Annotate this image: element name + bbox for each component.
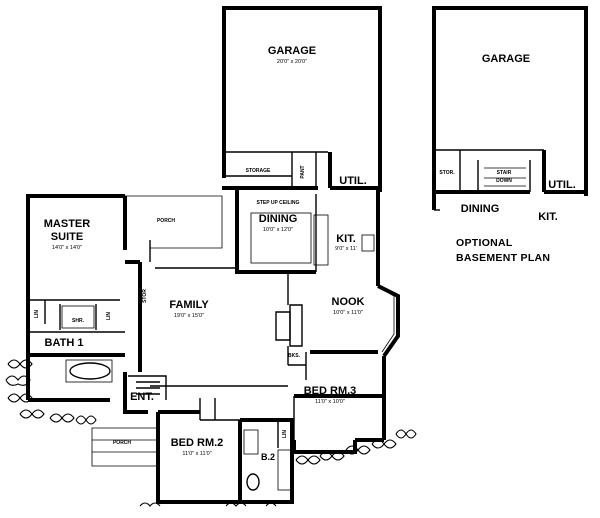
- shower-label: SHR.: [72, 318, 85, 324]
- kitchen-size: 9'0" x 11': [335, 246, 357, 252]
- garage-walls: [222, 6, 382, 192]
- basement-plan-walls: [432, 6, 588, 211]
- bath1-label: BATH 1: [45, 337, 84, 349]
- basement-caption-line1: OPTIONAL: [456, 237, 513, 249]
- rear-porch-label: PORCH: [157, 218, 175, 224]
- master-suite-label-line1: MASTER: [44, 218, 91, 230]
- bookshelves-label: BKS.: [288, 353, 301, 359]
- main-plan-labels: GARAGE 20'0" x 20'0" STORAGE PANT UTIL. …: [34, 45, 367, 462]
- landscape-shrubs: [5, 359, 417, 507]
- nook-size: 10'0" x 11'0": [333, 310, 363, 316]
- family-label: FAMILY: [169, 299, 209, 311]
- basement-storage-label: STOR.: [439, 170, 455, 176]
- entry-label: ENT.: [130, 391, 154, 403]
- dining-walls: [235, 188, 316, 274]
- basement-dining-label: DINING: [461, 203, 500, 215]
- master-suite-size: 14'0" x 14'0": [52, 245, 82, 251]
- basement-caption-line2: BASEMENT PLAN: [456, 252, 550, 264]
- dining-label: DINING: [259, 213, 298, 225]
- basement-plan-labels: GARAGE STOR. STAIR DOWN UTIL. DINING KIT…: [439, 53, 575, 264]
- main-plan-walls: [26, 6, 400, 504]
- master-suite-label-line2: SUITE: [51, 231, 83, 243]
- basement-garage-label: GARAGE: [482, 53, 530, 65]
- linen3-label: LIN: [282, 430, 288, 438]
- nook-walls: [377, 284, 400, 358]
- bed2-label: BED RM.2: [171, 437, 224, 449]
- nook-label: NOOK: [332, 296, 365, 308]
- storage-label: STORAGE: [246, 168, 271, 174]
- linen1-label: LIN: [34, 310, 40, 318]
- kitchen-label: KIT.: [336, 233, 356, 245]
- family-size: 19'0" x 15'0": [174, 313, 204, 319]
- bed3-size: 11'0" x 10'0": [315, 399, 345, 405]
- linen2-label: LIN: [106, 312, 112, 320]
- basement-kitchen-label: KIT.: [538, 211, 558, 223]
- basement-stair-label-line2: DOWN: [496, 178, 512, 184]
- utility-label: UTIL.: [339, 175, 367, 187]
- garage-label: GARAGE: [268, 45, 316, 57]
- bath2-label: B.2: [261, 452, 275, 462]
- pantry-label: PANT: [300, 165, 306, 178]
- dining-size: 10'0" x 12'0": [263, 227, 293, 233]
- front-porch-label: PORCH: [113, 440, 131, 446]
- basement-utility-label: UTIL.: [548, 179, 576, 191]
- master-suite-walls: [26, 194, 125, 356]
- storage2-label: STOR: [142, 289, 148, 303]
- bed2-walls: [156, 412, 242, 504]
- bed2-size: 11'0" x 11'0": [182, 451, 211, 457]
- dining-note: STEP UP CEILING: [257, 200, 300, 206]
- garage-size: 20'0" x 20'0": [277, 59, 307, 65]
- basement-stair-label-line1: STAIR: [497, 170, 512, 176]
- bed3-label: BED RM.3: [304, 385, 357, 397]
